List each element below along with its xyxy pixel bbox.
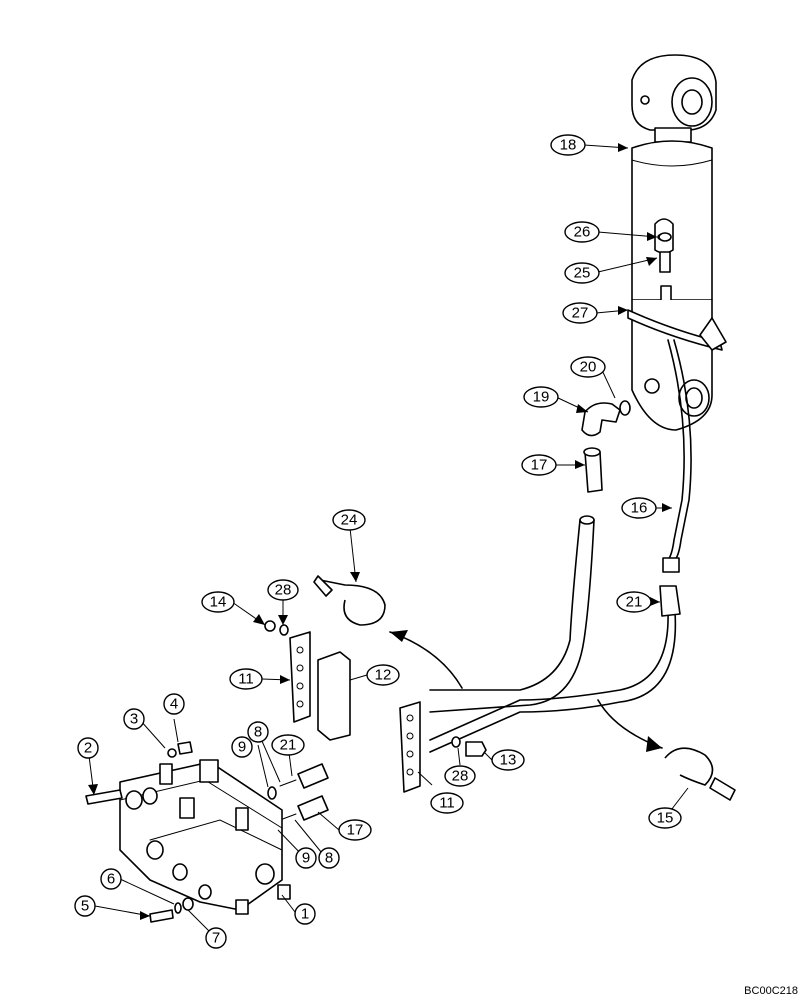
hydraulic-tube-16 (667, 339, 685, 561)
adapter-17-lower (297, 795, 329, 821)
adapter-17-upper (584, 451, 603, 493)
callout-7-label: 7 (212, 930, 220, 947)
bolt-5 (149, 909, 174, 923)
fitting-21-upper (659, 585, 681, 617)
callout-14-label: 14 (210, 594, 227, 611)
callout-6-label: 6 (107, 871, 115, 888)
callout-2-label: 2 (84, 740, 92, 757)
o-ring-26 (658, 232, 672, 242)
callout-27-label: 27 (572, 305, 589, 322)
callout-5-label: 5 (81, 898, 89, 915)
seal-8-upper (279, 779, 297, 787)
hose-upper (429, 519, 581, 691)
callout-25-label: 25 (574, 265, 591, 282)
callout-24-label: 24 (341, 512, 358, 529)
callout-17-upper: 17 (521, 454, 557, 476)
clamp-half-12 (317, 651, 351, 741)
callout-19-label: 19 (533, 389, 550, 406)
control-valve (119, 759, 291, 915)
bolt-2 (85, 789, 123, 805)
callout-20-label: 20 (580, 359, 597, 376)
callout-20: 20 (570, 356, 606, 378)
clamp-half-11-upper (289, 631, 311, 723)
fitting-21-lower (297, 763, 329, 789)
callout-28-upper-label: 28 (275, 582, 292, 599)
callout-16: 16 (621, 497, 657, 519)
bolt-13 (465, 741, 487, 757)
callout-18-label: 18 (560, 137, 577, 154)
callout-3: 3 (123, 708, 145, 730)
callout-27: 27 (562, 302, 598, 324)
callout-4-label: 4 (170, 696, 178, 713)
o-ring-9-upper (267, 786, 277, 800)
callout-8-upper: 8 (247, 721, 269, 743)
callout-9-lower-label: 9 (302, 850, 310, 867)
callout-11-lower-label: 11 (439, 795, 455, 812)
callout-21-lower: 21 (271, 734, 305, 756)
callout-25: 25 (564, 262, 600, 284)
washer-28-upper (279, 624, 289, 636)
callout-14: 14 (201, 591, 235, 613)
callout-17-lower-label: 17 (347, 822, 364, 839)
callout-11-lower: 11 (430, 792, 464, 814)
washer-28-lower (451, 736, 461, 748)
callout-18: 18 (550, 134, 586, 156)
callout-19: 19 (523, 386, 559, 408)
callout-21-upper: 21 (616, 591, 652, 613)
nut-14 (264, 620, 276, 632)
callout-21-upper-label: 21 (626, 594, 643, 611)
callout-15: 15 (648, 807, 682, 829)
callout-4: 4 (163, 693, 185, 715)
callout-28-upper: 28 (267, 579, 299, 601)
callout-6: 6 (100, 868, 122, 890)
washer-3 (167, 748, 177, 758)
callout-13: 13 (491, 749, 525, 771)
callout-11-upper: 11 (229, 668, 263, 690)
callout-13-label: 13 (500, 752, 517, 769)
hose-lower (429, 611, 669, 741)
callout-26: 26 (564, 221, 600, 243)
elbow-fitting-19 (581, 400, 631, 437)
spacer-7 (182, 897, 194, 911)
clamp-half-11-lower (399, 701, 421, 793)
callout-17-lower: 17 (338, 819, 372, 841)
callout-24: 24 (332, 509, 366, 531)
washer-6 (174, 902, 182, 914)
callout-8-lower: 8 (318, 847, 340, 869)
callout-5: 5 (74, 895, 96, 917)
callout-15-label: 15 (657, 810, 674, 827)
callout-8-upper-label: 8 (254, 724, 262, 741)
callout-11-upper-label: 11 (238, 671, 254, 688)
callout-17-upper-label: 17 (531, 457, 548, 474)
callout-28-lower: 28 (444, 765, 476, 787)
callout-12: 12 (366, 664, 400, 686)
callout-16-label: 16 (631, 500, 648, 517)
callout-12-label: 12 (375, 667, 392, 684)
callout-26-label: 26 (574, 224, 591, 241)
hydraulic-cylinder (627, 54, 727, 431)
callout-9-upper: 9 (231, 736, 253, 758)
callout-7: 7 (205, 927, 227, 949)
callout-8-lower-label: 8 (325, 850, 333, 867)
hose-clip-15 (664, 747, 736, 801)
callout-3-label: 3 (130, 711, 138, 728)
drawing-code: BC00C218 (744, 985, 798, 997)
callout-28-lower-label: 28 (452, 768, 469, 785)
nut-4 (177, 741, 193, 755)
callout-2: 2 (77, 737, 99, 759)
callout-1: 1 (294, 903, 316, 925)
callout-1-label: 1 (301, 906, 309, 923)
callout-9-lower: 9 (295, 847, 317, 869)
hose-clip-24 (313, 575, 386, 626)
callout-21-lower-label: 21 (280, 737, 297, 754)
callout-9-upper-label: 9 (238, 739, 246, 756)
